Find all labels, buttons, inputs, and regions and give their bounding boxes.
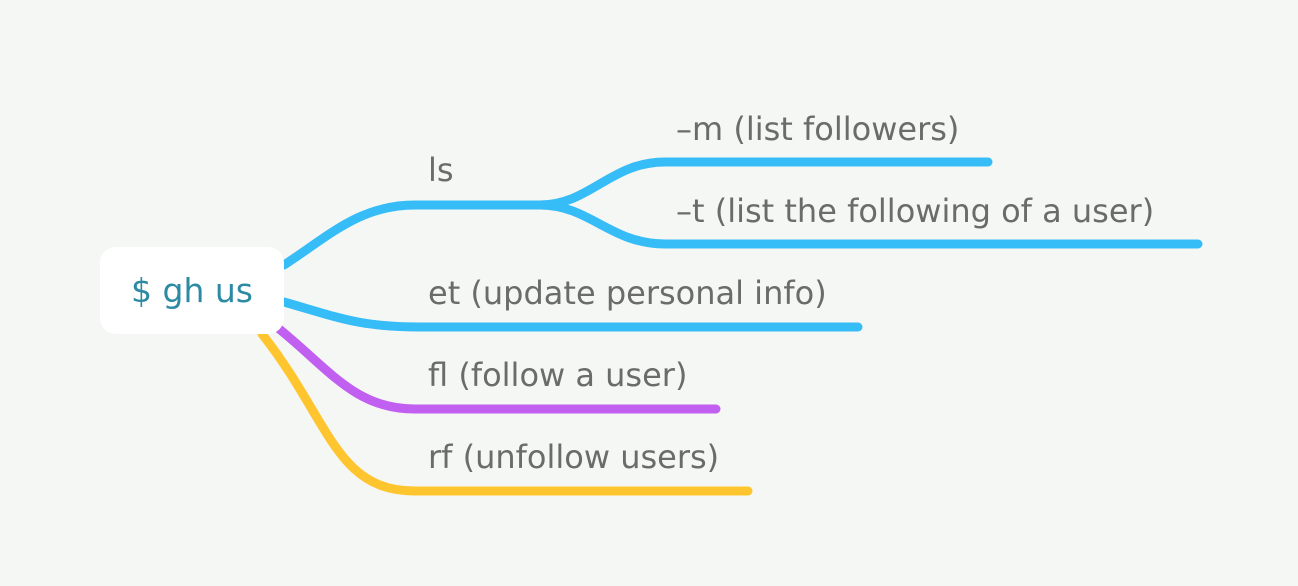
root-node-label: $ gh us (131, 271, 253, 310)
connector-rf (257, 329, 753, 496)
branch-label-et[interactable]: et (update personal info) (428, 274, 827, 312)
branch-label-fl[interactable]: fl (follow a user) (428, 356, 688, 394)
branch-label-rf[interactable]: rf (unfollow users) (428, 438, 720, 476)
connector-ls (279, 200, 545, 270)
branch-label-list-followers[interactable]: –m (list followers) (676, 110, 960, 148)
branch-label-list-following[interactable]: –t (list the following of a user) (676, 192, 1155, 230)
connector-et (279, 297, 863, 332)
connector-fl (273, 323, 721, 414)
branch-label-ls[interactable]: ls (428, 151, 454, 189)
connector-list-following (535, 200, 1203, 249)
root-node[interactable]: $ gh us (100, 247, 284, 334)
